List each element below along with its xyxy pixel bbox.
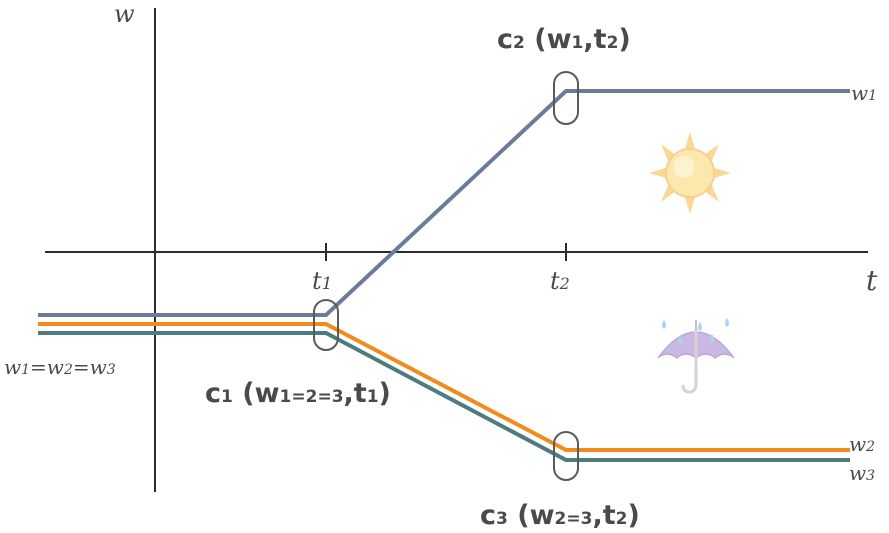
change-point-marker-c1 <box>313 299 339 351</box>
series-line-w2 <box>38 322 850 452</box>
change-point-marker-c2 <box>553 71 579 125</box>
sun-icon <box>649 132 731 214</box>
umbrella-rain-icon <box>657 318 735 394</box>
series-label-w2: w2 <box>849 432 875 456</box>
change-point-label-c1: c1 (w1=2=3,t1) <box>205 378 391 409</box>
x-axis-label: t <box>866 264 878 297</box>
tick-label-t2: t2 <box>550 267 570 295</box>
y-axis-label: w <box>114 0 135 28</box>
change-point-label-c3: c3 (w2=3,t2) <box>480 500 640 531</box>
series-label-w1: w1 <box>851 81 877 105</box>
series-label-w3: w3 <box>849 461 875 485</box>
combined-label: w1=w2=w3 <box>4 355 116 379</box>
series-line-w3 <box>38 331 850 462</box>
tick-label-t1: t1 <box>312 267 332 295</box>
series-line-w1 <box>38 89 850 317</box>
change-point-label-c2: c2 (w1,t2) <box>497 24 631 55</box>
change-point-marker-c3 <box>553 431 579 481</box>
